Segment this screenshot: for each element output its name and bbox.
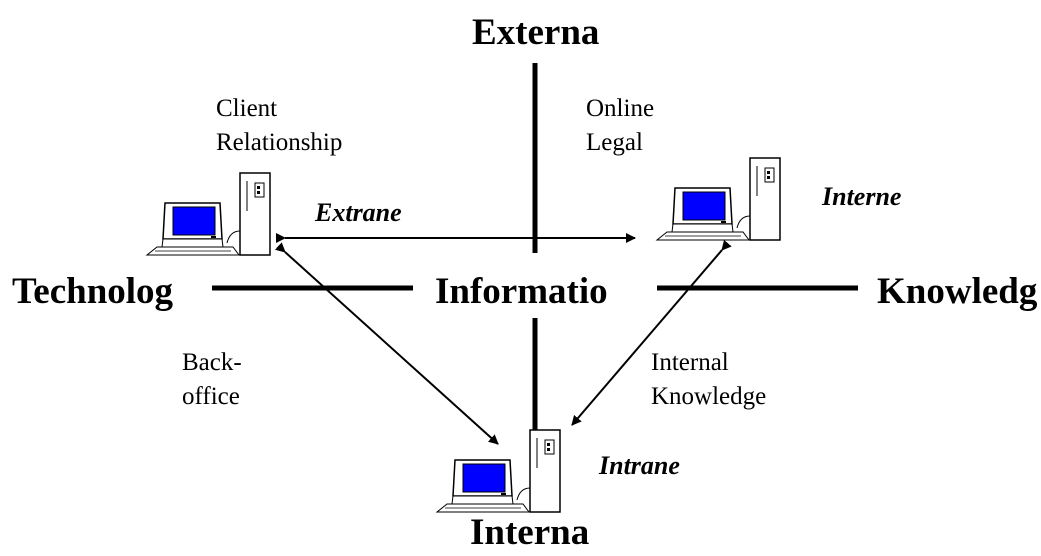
quadrant-bottom-right-line-1: Internal xyxy=(651,349,729,376)
quadrant-bottom-right: Internal Knowledge xyxy=(651,346,766,414)
quadrant-top-right-line-1: Online xyxy=(586,95,655,122)
axis-label-left: Technolog xyxy=(12,271,174,312)
quadrant-top-right-line-2: Legal xyxy=(586,129,643,156)
axis-label-bottom: Interna xyxy=(470,512,590,553)
axis-label-top: Externa xyxy=(472,12,600,53)
quadrant-top-right: Online Legal xyxy=(586,92,654,160)
computer-icon xyxy=(655,157,781,241)
quadrant-bottom-right-line-2: Knowledge xyxy=(651,383,767,410)
quadrant-bottom-left: Back- office xyxy=(182,346,242,414)
quadrant-bottom-left-line-1: Back- xyxy=(182,349,242,376)
network-label-intranet: Intrane xyxy=(599,451,680,480)
network-label-extranet: Extrane xyxy=(315,198,402,227)
center-label: Informatio xyxy=(435,271,608,312)
quadrant-bottom-left-line-2: office xyxy=(182,383,240,410)
quadrant-top-left-line-1: Client xyxy=(216,95,278,122)
computer-icon xyxy=(145,172,271,256)
computer-icon xyxy=(435,429,561,513)
quadrant-top-left-line-2: Relationship xyxy=(216,129,343,156)
network-label-internet: Interne xyxy=(822,182,902,211)
backoffice-arrow xyxy=(274,242,499,445)
internal-knowledge-arrow xyxy=(571,239,732,426)
quadrant-top-left: Client Relationship xyxy=(216,92,342,160)
axis-label-right: Knowledg xyxy=(877,271,1038,312)
